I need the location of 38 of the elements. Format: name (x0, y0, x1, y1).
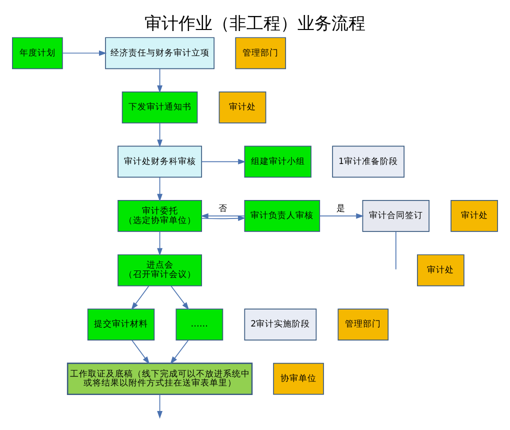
node-box: 审计合同签订 (362, 200, 430, 232)
diagram-title: 审计作业（非工程）业务流程 (144, 14, 366, 34)
arrow (157, 231, 162, 256)
node-box: 年度计划 (12, 37, 63, 70)
arrow (170, 340, 189, 364)
node-box: 审计处 (450, 200, 498, 232)
node-box: 进点会（召开审计会议） (118, 254, 202, 286)
node-box: 工作取证及底稿（线下完成可以不放进系统中或将结果以附件方式挂在送审表单里） (66, 362, 253, 395)
connector (395, 231, 396, 270)
node-box: 审计负责人审核 (244, 200, 320, 232)
arrow (200, 213, 245, 219)
node-box: 下发审计通知书 (122, 91, 198, 124)
node-box: 审计处财务科审核 (118, 146, 202, 178)
node-box: 组建审计小组 (244, 146, 312, 178)
edge-label: 是 (336, 204, 346, 214)
node-box: 经济责任与财务审计立项 (105, 37, 214, 70)
arrow (157, 394, 162, 419)
node-box: 协审单位 (273, 362, 324, 395)
arrow (157, 68, 162, 94)
node-box: 审计处 (417, 254, 464, 286)
arrow (132, 340, 150, 364)
node-box: 审计委托（选定协审单位） (118, 200, 202, 232)
arrow (170, 286, 190, 310)
arrow (131, 286, 150, 310)
node-box: 2审计实施阶段 (244, 308, 317, 340)
arrow (201, 158, 246, 164)
node-box: 管理部门 (235, 37, 286, 70)
arrow (201, 216, 246, 222)
node-box: 管理部门 (338, 308, 389, 340)
node-box: 审计处 (218, 91, 266, 124)
node-box: …… (176, 308, 224, 340)
arrow (157, 177, 162, 202)
edge-label: 否 (218, 204, 228, 214)
arrow (62, 50, 107, 56)
node-box: 1审计准备阶段 (332, 146, 404, 178)
arrow (157, 122, 162, 148)
node-box: 提交审计材料 (87, 308, 155, 340)
arrow (319, 213, 364, 219)
